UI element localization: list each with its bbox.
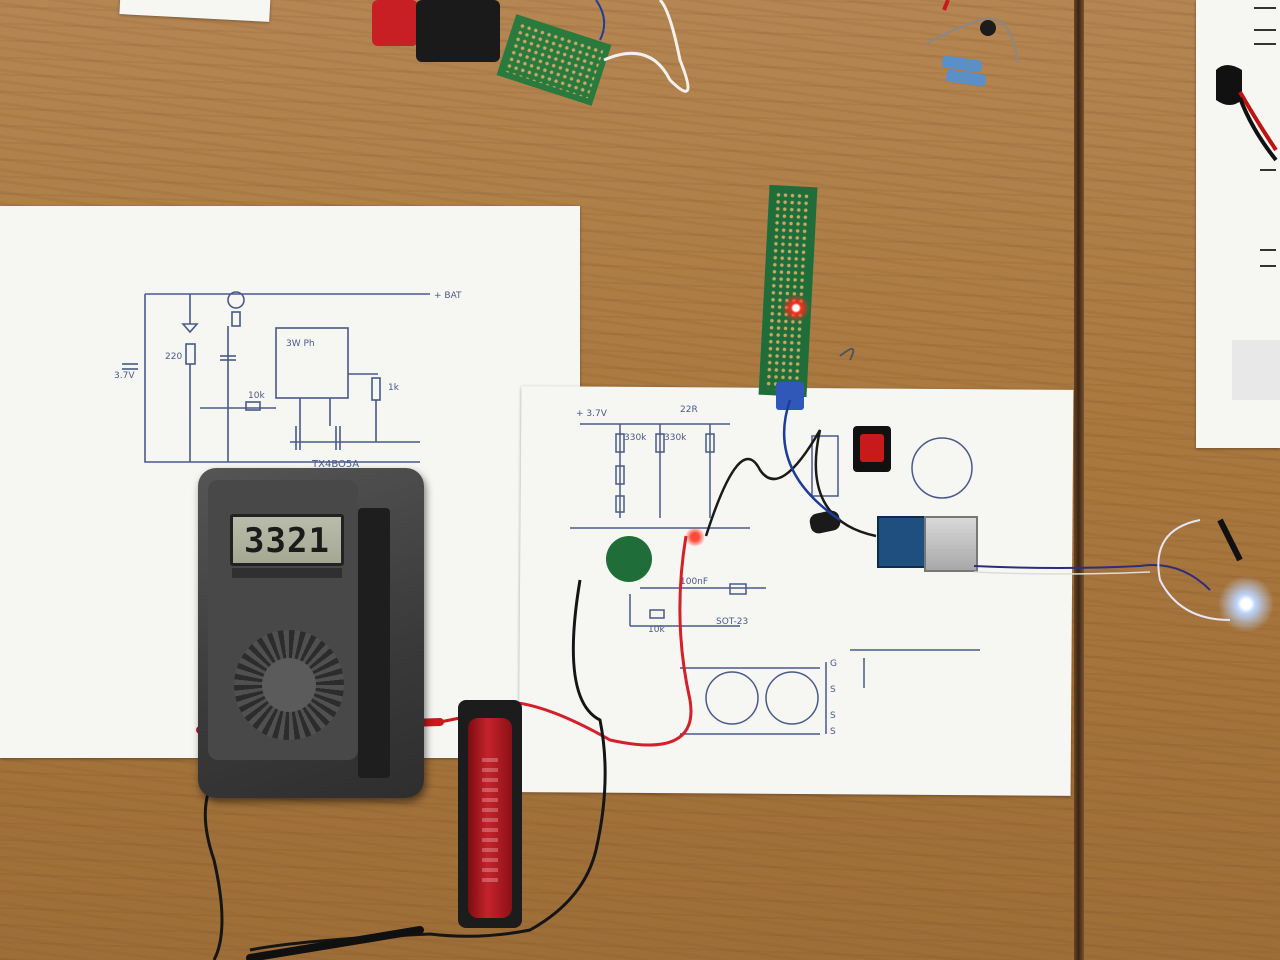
svg-text:220: 220 — [165, 352, 182, 362]
rocker-switch — [853, 426, 891, 472]
schematic-right-caption: SOT-23 — [716, 617, 748, 627]
multimeter-dial — [234, 630, 344, 740]
desk-seam — [1074, 0, 1084, 960]
svg-text:330k: 330k — [664, 433, 687, 443]
svg-text:+ BAT: + BAT — [434, 291, 462, 301]
svg-text:1k: 1k — [388, 383, 400, 393]
usb-port-icon — [924, 516, 978, 572]
battery-holder-top — [416, 0, 500, 62]
svg-text:3.7V: 3.7V — [114, 371, 135, 381]
red-component-top — [372, 0, 418, 46]
blue-trimmer — [776, 382, 804, 410]
svg-text:G: G — [830, 659, 837, 669]
schematic-drawing-left: + BAT 220 3.7V 3W Ph 1k 10k TX4BO5A — [114, 291, 462, 470]
svg-text:S: S — [830, 727, 836, 737]
schematic-left-label: TX4BO5A — [311, 459, 359, 470]
svg-text:100nF: 100nF — [680, 577, 708, 587]
multimeter-model-strip — [232, 568, 342, 578]
multimeter-lcd: 3321 — [230, 514, 344, 566]
blue-led-glow — [1218, 576, 1274, 632]
small-red-led — [684, 528, 706, 546]
battery-icon — [458, 700, 522, 928]
svg-text:10k: 10k — [648, 625, 665, 635]
battery-cell — [468, 718, 512, 918]
svg-text:10k: 10k — [248, 391, 265, 401]
paper-right-document — [1196, 0, 1280, 448]
red-led-glow — [782, 294, 810, 322]
multimeter-icon: 3321 — [198, 468, 424, 798]
schematic-drawing-right: + 3.7V 22R 330k 330k 100nF 10k SOT-23 G S… — [570, 405, 980, 737]
schematic-right-top-label: + 3.7V — [576, 409, 608, 419]
multimeter-face: 3321 — [208, 480, 358, 760]
rocker-switch-icon — [860, 434, 884, 462]
svg-text:330k: 330k — [624, 433, 647, 443]
svg-text:3W Ph: 3W Ph — [286, 339, 315, 349]
round-pcb — [606, 536, 652, 582]
multimeter-reading: 3321 — [244, 521, 330, 561]
svg-text:S: S — [830, 685, 836, 695]
multimeter-probe-slot — [358, 508, 390, 778]
svg-text:S: S — [830, 711, 836, 721]
svg-text:22R: 22R — [680, 405, 698, 415]
